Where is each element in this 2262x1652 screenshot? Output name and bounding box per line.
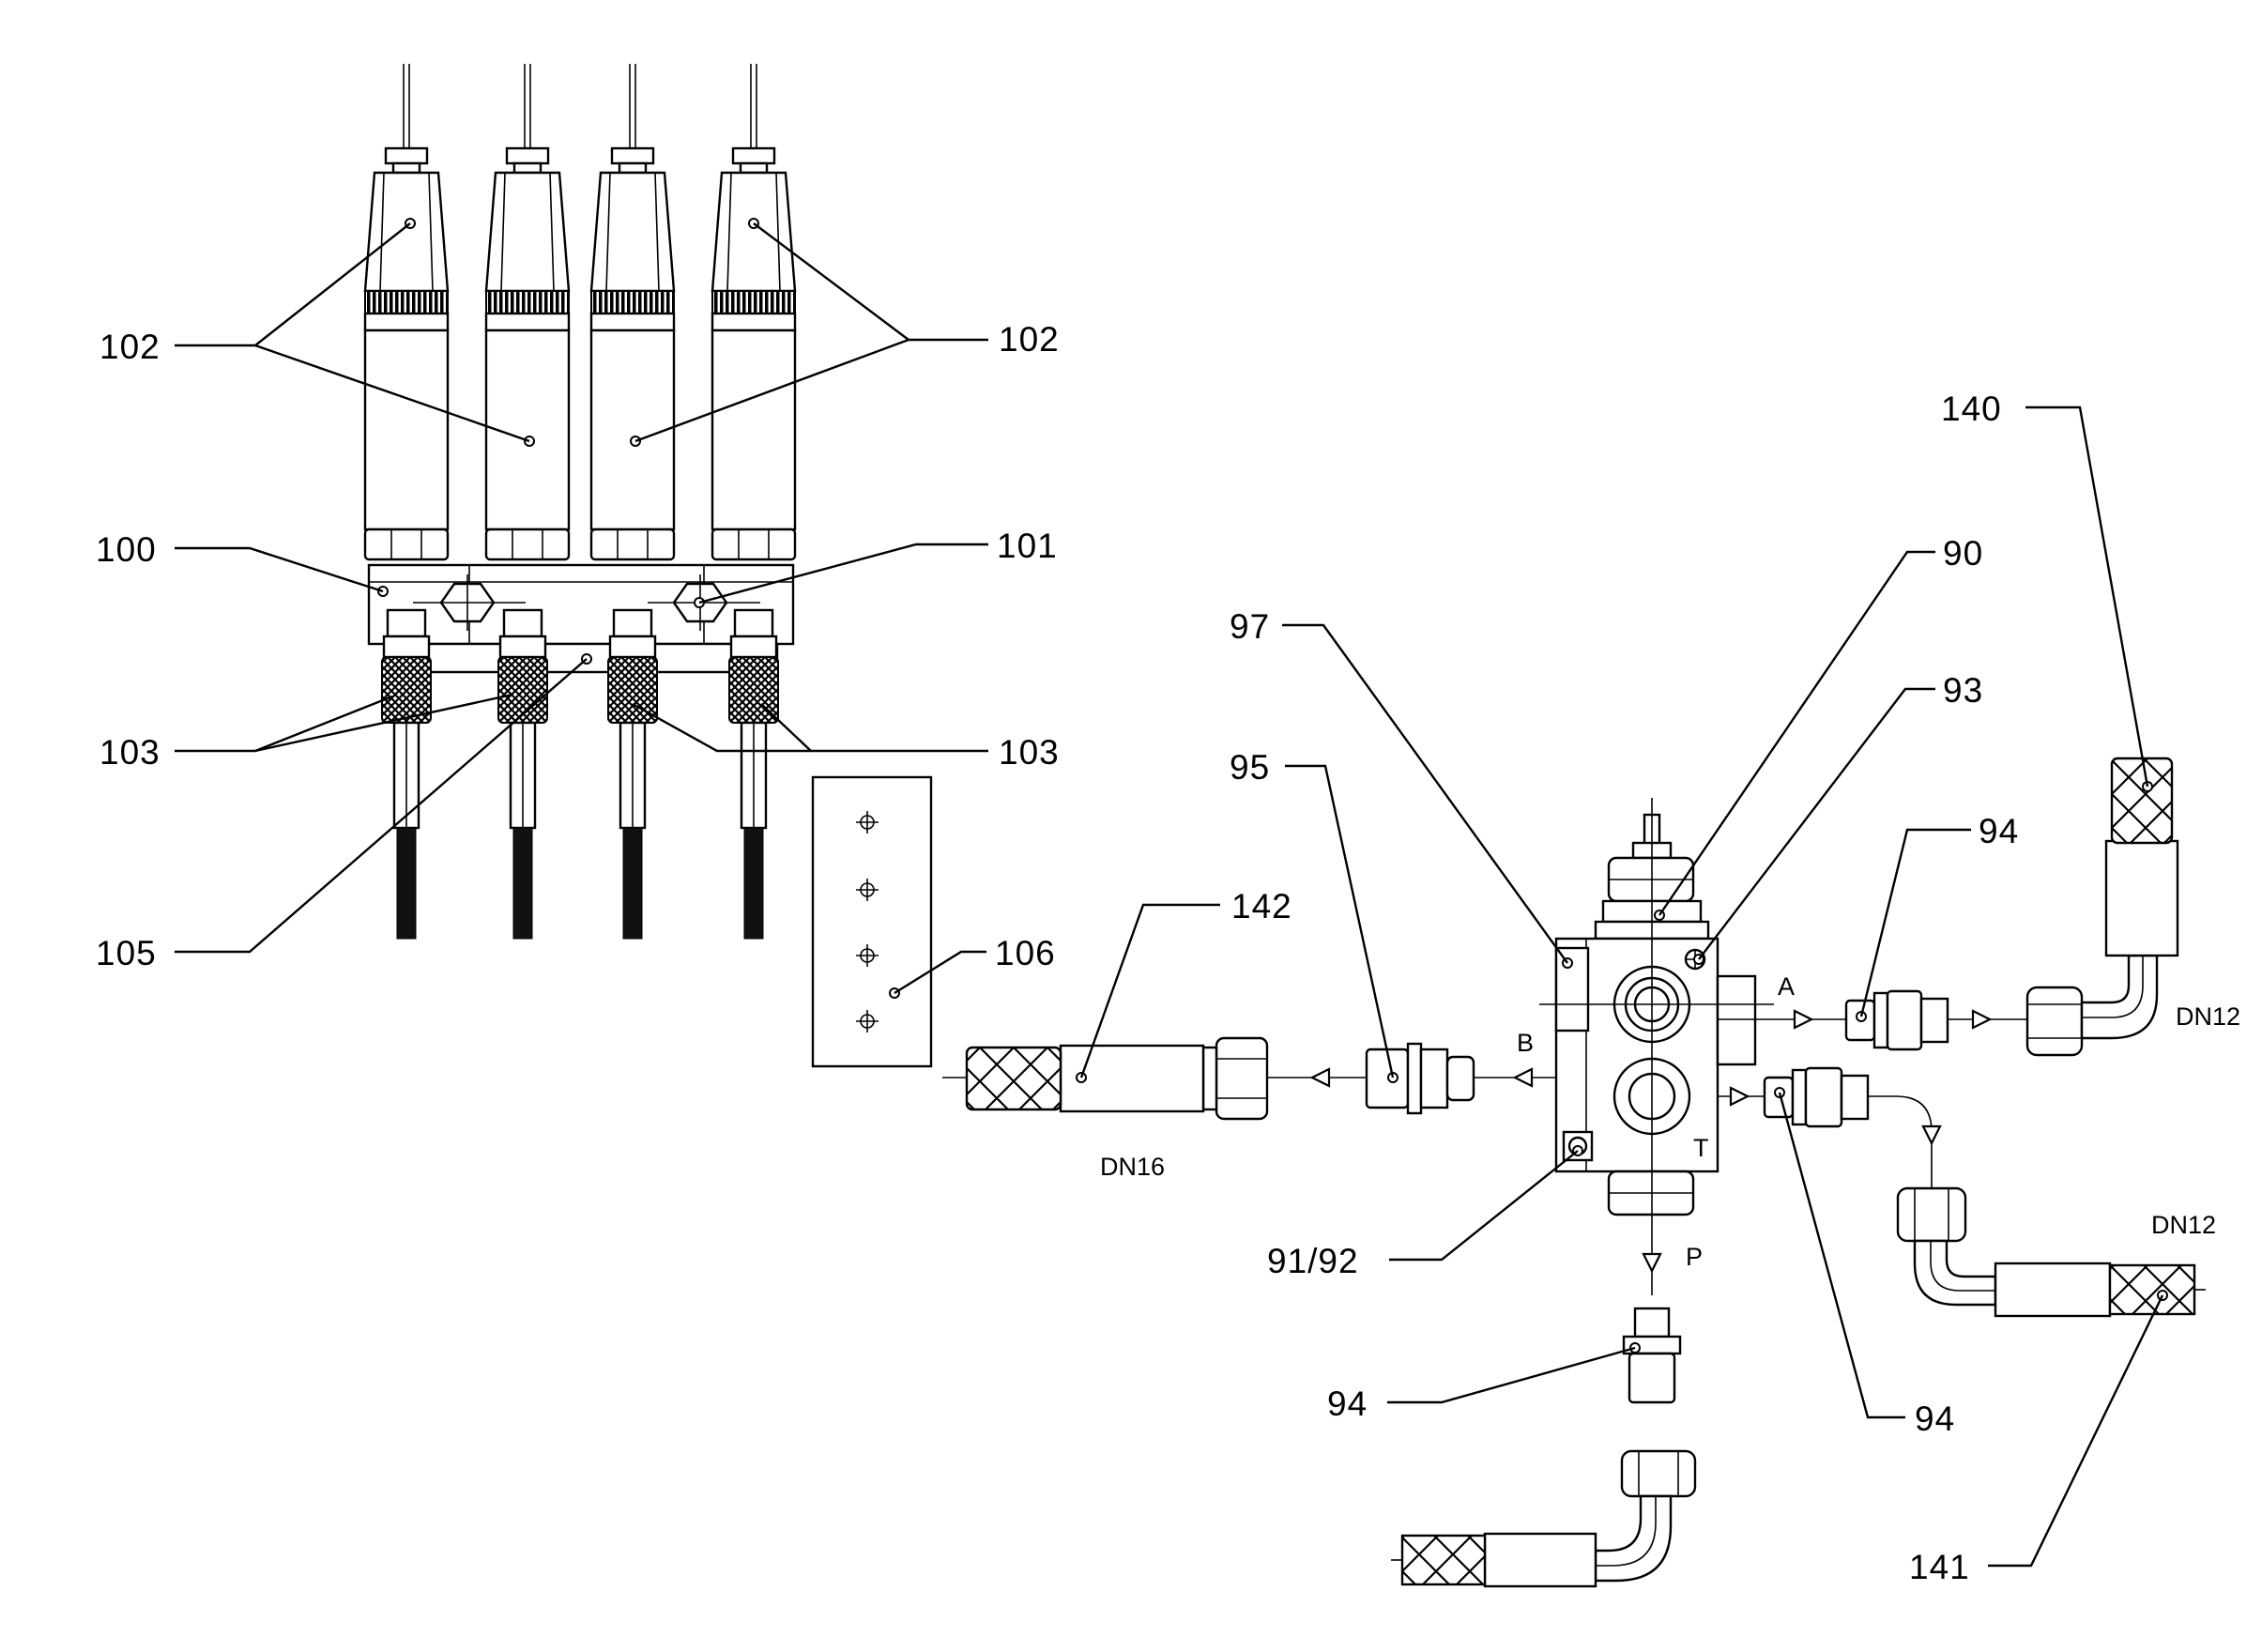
size-dn12-upper: DN12 [2176, 1002, 2240, 1031]
callout-142: 142 [1231, 887, 1292, 925]
callout-100: 100 [96, 530, 157, 569]
sensor-block [363, 62, 797, 941]
line-p-connection [1391, 1252, 1697, 1588]
callout-97: 97 [1230, 607, 1270, 646]
port-a-label: A [1778, 972, 1795, 1001]
callout-102-right: 102 [999, 320, 1060, 359]
size-dn12-lower: DN12 [2151, 1211, 2216, 1239]
size-dn16: DN16 [1100, 1153, 1165, 1181]
panel-106 [811, 775, 933, 1068]
callout-94-bottom: 94 [1327, 1384, 1368, 1423]
callout-103-right: 103 [999, 733, 1060, 772]
port-b-label: B [1517, 1029, 1534, 1057]
callout-94-top: 94 [1979, 812, 2019, 850]
line-b-connection [942, 1036, 1556, 1121]
callout-141: 141 [1909, 1548, 1970, 1586]
line-t-connection [1718, 1066, 2206, 1318]
callout-91-92: 91/92 [1267, 1242, 1359, 1280]
callout-102-left: 102 [99, 328, 160, 366]
leader-lines [175, 222, 2164, 1568]
callout-94-right: 94 [1915, 1400, 1955, 1438]
size-labels: DN16 DN12 DN12 [1100, 1002, 2240, 1239]
callout-105: 105 [96, 934, 157, 972]
port-p-label: P [1686, 1243, 1703, 1271]
port-t-label: T [1693, 1134, 1709, 1162]
callout-106: 106 [995, 934, 1056, 972]
port-labels: A B T P [1517, 972, 1795, 1271]
callout-90: 90 [1943, 534, 1983, 573]
callout-95: 95 [1230, 748, 1270, 787]
callout-101: 101 [997, 527, 1058, 565]
callout-93: 93 [1943, 671, 1983, 710]
callout-103-left: 103 [99, 733, 160, 772]
callout-140: 140 [1941, 390, 2002, 428]
callout-labels: 102 102 100 101 103 103 105 106 142 95 9… [96, 320, 2019, 1586]
valve-assembly [1539, 798, 1774, 1295]
line-a-connection [1718, 757, 2179, 1057]
